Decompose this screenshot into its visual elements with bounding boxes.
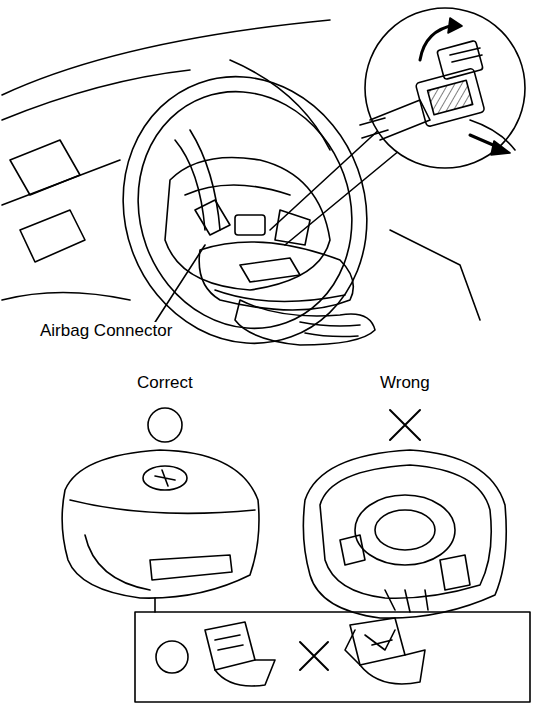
inset-leader xyxy=(285,150,400,245)
airbag-module-correct xyxy=(62,450,259,598)
status-label: Correct xyxy=(135,374,195,393)
hand-icon-correct xyxy=(205,622,275,686)
hand-icon-wrong xyxy=(345,618,425,684)
status-label: Wrong xyxy=(378,374,432,393)
leader-line xyxy=(154,598,156,612)
correct-symbol xyxy=(148,408,182,442)
leader-line xyxy=(150,245,205,330)
wrong-symbol xyxy=(390,410,420,440)
part-label: Airbag Connector xyxy=(38,322,174,341)
detail-frame xyxy=(135,612,530,702)
correct-symbol xyxy=(156,641,188,673)
connector-inset xyxy=(360,8,525,168)
inset-leader xyxy=(270,115,395,230)
airbag-pad xyxy=(175,130,353,310)
wrong-symbol xyxy=(300,642,328,670)
hand xyxy=(235,300,375,345)
airbag-module-wrong xyxy=(303,450,506,618)
